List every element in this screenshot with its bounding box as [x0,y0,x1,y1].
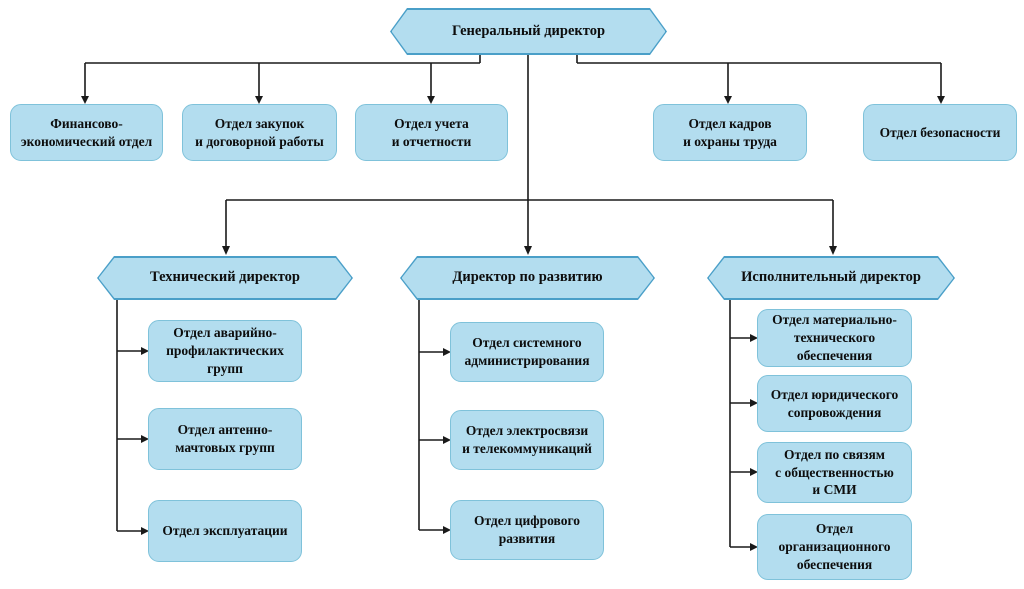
dept-box-antenna-mast-groups: Отдел антенно- мачтовых групп [148,408,302,470]
dept-box-material-technical-support: Отдел материально- технического обеспече… [757,309,912,367]
dept-box-security: Отдел безопасности [863,104,1017,161]
dept-label: Отдел электросвязи и телекоммуникаций [462,423,592,456]
root-box-fill [392,10,666,54]
dept-label: Отдел эксплуатации [162,523,288,539]
root-label: Генеральный директор [451,22,606,39]
dept-box-system-administration: Отдел системного администрирования [450,322,604,382]
root-box-general-director: Генеральный директор [390,8,667,55]
dept-box-operations: Отдел эксплуатации [148,500,302,562]
dept-label: Отдел аварийно- профилактических групп [166,325,284,376]
dept-label: Отдел безопасности [879,124,1001,140]
dept-label: Отдел материально- технического обеспече… [772,312,897,363]
dept-box-telecom: Отдел электросвязи и телекоммуникаций [450,410,604,470]
dept-box-procurement-contracts: Отдел закупок и договорной работы [182,104,337,161]
director-box-fill [99,258,352,299]
dept-label: Отдел кадров и охраны труда [683,115,777,149]
director-label: Директор по развитию [452,269,603,286]
dept-label: Отдел учета и отчетности [391,115,472,149]
dept-box-emergency-prevention-groups: Отдел аварийно- профилактических групп [148,320,302,382]
dept-label: Отдел организационного обеспечения [778,521,891,572]
dept-label: Отдел по связям с общественностью и СМИ [775,446,894,498]
dept-box-finance-economics: Финансово- экономический отдел [10,104,163,161]
director-label: Технический директор [150,269,300,286]
director-box-fill [402,258,654,299]
dept-label: Отдел закупок и договорной работы [195,115,324,149]
director-box-development: Директор по развитию [400,256,655,300]
dept-label: Отдел юридического сопровождения [770,386,899,420]
director-box-fill [709,258,954,299]
director-box-technical: Технический директор [97,256,353,300]
dept-box-hr-labor-safety: Отдел кадров и охраны труда [653,104,807,161]
director-box-executive: Исполнительный директор [707,256,955,300]
dept-label: Финансово- экономический отдел [20,115,153,149]
dept-box-public-relations-media: Отдел по связям с общественностью и СМИ [757,442,912,503]
dept-box-organizational-support: Отдел организационного обеспечения [757,514,912,580]
dept-box-digital-development: Отдел цифрового развития [450,500,604,560]
director-label: Исполнительный директор [741,269,921,286]
dept-label: Отдел системного администрирования [464,335,590,368]
dept-label: Отдел антенно- мачтовых групп [175,422,275,455]
dept-box-legal-support: Отдел юридического сопровождения [757,375,912,432]
dept-label: Отдел цифрового развития [473,513,581,546]
dept-box-accounting-reporting: Отдел учета и отчетности [355,104,508,161]
